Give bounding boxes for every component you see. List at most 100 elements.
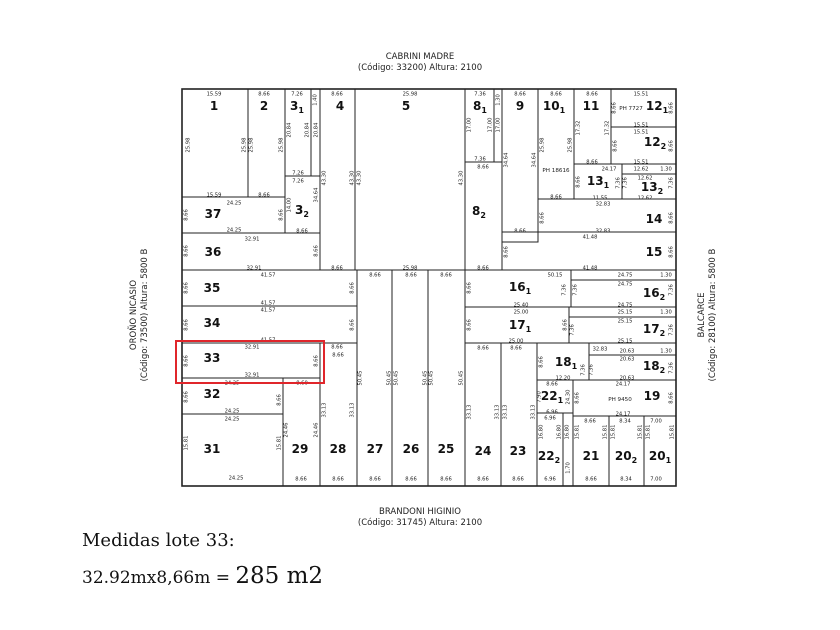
measurement-label: 20.63 xyxy=(620,376,635,382)
measurement-label: 15.51 xyxy=(634,130,649,136)
lot-label: 1 xyxy=(210,99,218,113)
measurement-label: 25.98 xyxy=(568,138,574,153)
measurement-label: 12.20 xyxy=(556,376,571,382)
lot-sublabel: 2 xyxy=(303,210,309,219)
measurement-label: 8.66 xyxy=(405,477,417,483)
measurement-label: 17.00 xyxy=(488,118,494,133)
lot-label: 11 xyxy=(583,99,600,113)
measurement-label: 1.30 xyxy=(660,273,672,279)
measurement-label: 25.00 xyxy=(514,310,529,316)
lot-label: 101 xyxy=(543,99,566,115)
measurement-label: 8.66 xyxy=(669,392,675,404)
lot-label: 2 xyxy=(260,99,268,113)
measurement-label: 8.66 xyxy=(540,212,546,224)
lot-label: 162 xyxy=(643,286,665,302)
lot-label: 172 xyxy=(643,322,665,338)
measurement-label: 24.75 xyxy=(618,303,633,309)
measurement-label: 20.84 xyxy=(305,122,311,138)
measurement-label: 25.98 xyxy=(242,138,248,153)
lot-sublabel: 2 xyxy=(480,211,486,220)
lot-label: 132 xyxy=(641,180,663,196)
measurement-label: 32.91 xyxy=(245,373,260,379)
lot-label: 34 xyxy=(204,316,221,330)
measurement-label: 8.66 xyxy=(314,355,320,367)
measurement-label: 7.36 xyxy=(669,324,675,336)
measurement-label: 32.83 xyxy=(596,229,611,235)
measurement-label: 15.81 xyxy=(638,425,644,440)
measurement-label: 24.25 xyxy=(225,417,240,423)
street-right: BALCARCE (Código: 28100) Altura: 5800 B xyxy=(697,215,719,415)
measurement-label: 8.34 xyxy=(619,419,631,425)
measurement-label: 24.17 xyxy=(616,382,631,388)
measurement-label: 8.66 xyxy=(467,282,473,294)
ph-label: PH 7727 xyxy=(619,106,643,112)
measurement-label: 11.55 xyxy=(593,196,608,202)
measurement-label: 7.00 xyxy=(650,477,662,483)
lot-sublabel: 1 xyxy=(298,106,304,115)
measurement-label: 8.66 xyxy=(331,92,343,98)
measurement-label: 24.17 xyxy=(616,412,631,418)
measurement-label: 8.66 xyxy=(258,193,270,199)
measurement-label: 33.13 xyxy=(467,405,473,420)
street-info: (Código: 33200) Altura: 2100 xyxy=(357,63,483,73)
measurement-label: 33.13 xyxy=(322,403,328,418)
measurement-label: 25.00 xyxy=(509,339,524,345)
street-name: BALCARCE xyxy=(697,292,707,338)
lot-label: 19 xyxy=(644,389,661,403)
lot-12-2 xyxy=(610,126,677,165)
measurement-label: 24.17 xyxy=(602,167,617,173)
lot-label: 182 xyxy=(643,359,665,375)
measurement-label: 8.66 xyxy=(369,273,381,279)
measurement-label: 7.26 xyxy=(292,171,304,177)
measurement-label: 8.66 xyxy=(612,102,618,114)
lot-5 xyxy=(354,88,466,271)
measurement-label: 7.36 xyxy=(669,362,675,374)
measurement-label: 7.36 xyxy=(669,284,675,296)
measurement-label: 15.59 xyxy=(207,193,222,199)
measurement-label: 8.66 xyxy=(277,394,283,406)
measurement-label: 20.84 xyxy=(314,122,320,138)
lot-label: 121 xyxy=(646,99,669,115)
measurement-label: 24.25 xyxy=(225,409,240,415)
measurement-label: 7.36 xyxy=(573,284,579,296)
lot-label: 171 xyxy=(509,318,532,334)
lot-label: 31 xyxy=(290,99,304,115)
measurement-label: 8.66 xyxy=(258,92,270,98)
measurement-label: 8.66 xyxy=(184,209,190,221)
measurement-label: 25.98 xyxy=(279,138,285,153)
measurement-label: 6.96 xyxy=(544,416,556,422)
measurement-label: 8.66 xyxy=(586,160,598,166)
measurement-label: 12.62 xyxy=(638,176,653,182)
measurement-label: 32.83 xyxy=(593,347,608,353)
lot-15 xyxy=(501,231,677,271)
lot-label: 82 xyxy=(472,204,486,220)
lot-label: 35 xyxy=(204,281,221,295)
measurement-label: 8.66 xyxy=(184,319,190,331)
measurement-label: 24.46 xyxy=(314,423,320,438)
lot-label: 122 xyxy=(644,135,666,151)
measurement-label: 8.66 xyxy=(669,102,675,114)
street-info: (Código: 28100) Altura: 5800 B xyxy=(708,248,718,382)
measurement-label: 50.45 xyxy=(423,371,429,386)
measurement-label: 8.66 xyxy=(575,392,581,404)
measurement-label: 43.30 xyxy=(350,171,356,186)
lot-label: 222 xyxy=(538,449,560,465)
measurement-label: 8.66 xyxy=(510,346,522,352)
measurement-label: 50.45 xyxy=(459,371,465,386)
street-left: OROÑO NICASIO (Código: 73500) Altura: 58… xyxy=(129,215,151,415)
measurement-label: 8.66 xyxy=(314,245,320,257)
street-name: BRANDONI HIGINIO xyxy=(379,507,461,517)
measurement-label: 15.81 xyxy=(670,425,676,440)
measurement-label: 32.91 xyxy=(245,345,260,351)
measurement-label: 8.66 xyxy=(669,246,675,258)
measurement-label: 8.66 xyxy=(546,382,558,388)
measurement-label: 7.36 xyxy=(474,157,486,163)
lot-sublabel: 1 xyxy=(604,181,610,190)
measurement-label: 1.30 xyxy=(496,94,502,106)
measurement-label: 20.63 xyxy=(620,357,635,363)
measurement-label: 7.36 xyxy=(474,92,486,98)
measurement-label: 34.64 xyxy=(314,187,320,203)
measurement-label: 1.30 xyxy=(660,167,672,173)
